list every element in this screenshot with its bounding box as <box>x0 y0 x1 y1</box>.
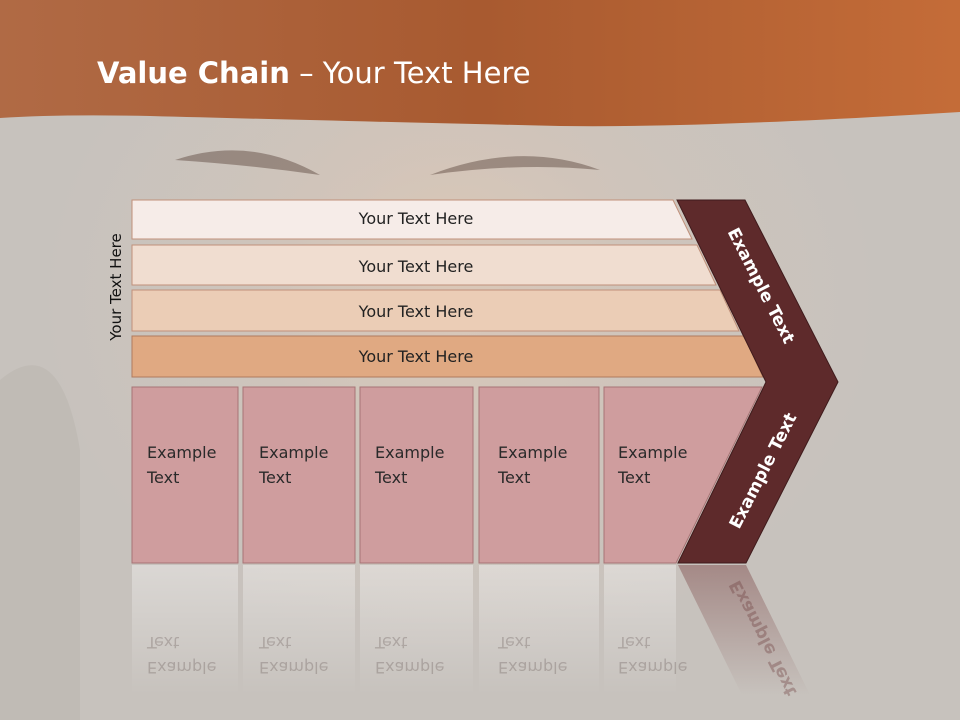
reflection-box-4-line2: Text <box>498 633 531 652</box>
primary-box-4[interactable] <box>478 386 600 564</box>
reflection-box-3-line2: Text <box>375 633 408 652</box>
support-bar-3[interactable] <box>131 289 740 332</box>
reflection-box-4-label: Example Text <box>498 630 567 680</box>
header-band <box>0 0 960 127</box>
reflection-box-5-line1: Example <box>618 658 688 677</box>
reflection-box-1-label: Example Text <box>147 630 216 680</box>
reflection-box-3-label: Example Text <box>375 630 444 680</box>
primary-box-2-line2: Text <box>259 468 292 487</box>
primary-box-3-label: Example Text <box>375 440 444 490</box>
primary-box-4-line1: Example <box>498 443 568 462</box>
primary-box-1-line2: Text <box>147 468 180 487</box>
reflection-box-5-line2: Text <box>618 633 651 652</box>
title-rest: – Your Text Here <box>289 56 531 90</box>
support-bar-1[interactable] <box>131 199 693 240</box>
primary-box-1-line1: Example <box>147 443 217 462</box>
reflection-box-4 <box>479 565 599 695</box>
primary-box-5[interactable] <box>603 386 763 564</box>
primary-box-5-line1: Example <box>618 443 688 462</box>
reflection-box-4-line1: Example <box>498 658 568 677</box>
primary-box-4-line2: Text <box>498 468 531 487</box>
primary-box-2-line1: Example <box>259 443 329 462</box>
margin-chevron[interactable] <box>676 199 839 564</box>
support-bar-2[interactable] <box>131 244 717 286</box>
primary-box-1-label: Example Text <box>147 440 216 490</box>
primary-box-3[interactable] <box>359 386 474 564</box>
primary-box-4-label: Example Text <box>498 440 567 490</box>
primary-box-1[interactable] <box>131 386 239 564</box>
reflection-box-5 <box>604 565 676 695</box>
support-bar-3-label: Your Text Here <box>358 302 474 321</box>
reflection-box-1-line2: Text <box>147 633 180 652</box>
primary-box-5-line2: Text <box>618 468 651 487</box>
reflection-box-2 <box>243 565 355 695</box>
primary-box-3-line2: Text <box>375 468 408 487</box>
reflection-box-2-label: Example Text <box>259 630 328 680</box>
reflection-box-1-line1: Example <box>147 658 217 677</box>
reflection-box-1 <box>132 565 238 695</box>
reflection-box-5-label: Example Text <box>618 630 687 680</box>
reflection-box-2-line1: Example <box>259 658 329 677</box>
reflection-box-2-line2: Text <box>259 633 292 652</box>
support-bar-2-label: Your Text Here <box>358 257 474 276</box>
support-bar-4-label: Your Text Here <box>358 347 474 366</box>
primary-box-2[interactable] <box>242 386 356 564</box>
support-bar-1-label: Your Text Here <box>358 209 474 228</box>
primary-box-3-line1: Example <box>375 443 445 462</box>
reflection-box-3-line1: Example <box>375 658 445 677</box>
primary-box-2-label: Example Text <box>259 440 328 490</box>
reflection-box-3 <box>360 565 473 695</box>
reflection-chevron <box>678 565 810 695</box>
title-bold: Value Chain <box>97 56 290 90</box>
primary-box-5-label: Example Text <box>618 440 687 490</box>
slide-title: Value Chain – Your Text Here <box>97 56 531 90</box>
